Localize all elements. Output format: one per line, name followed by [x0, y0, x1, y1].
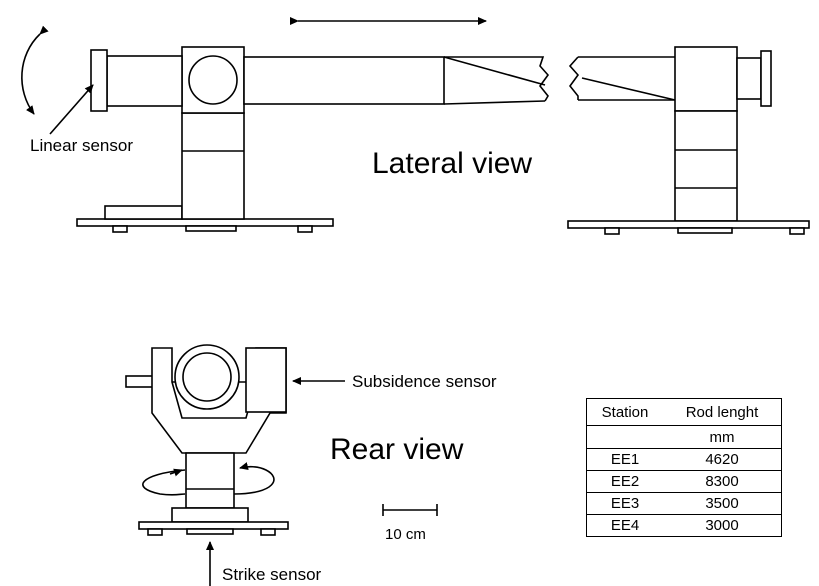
station-cell: EE4 [586, 514, 663, 537]
rotation-arrow-left [21, 25, 49, 115]
length-cell: 3000 [663, 514, 782, 537]
station-cell: EE3 [586, 492, 663, 515]
strike-sensor-label: Strike sensor [222, 565, 322, 584]
lateral-view-right-instrument [567, 46, 810, 235]
station-header: Station [586, 398, 663, 426]
lateral-view-title: Lateral view [372, 147, 532, 180]
unit-row: mm [586, 425, 782, 449]
lateral-view-left-instrument [76, 46, 550, 233]
subsidence-sensor-label: Subsidence sensor [352, 372, 497, 391]
table-row: EE4 3000 [586, 514, 782, 537]
length-cell: 8300 [663, 470, 782, 493]
linear-sensor-label: Linear sensor [30, 136, 133, 155]
scale-bar [382, 504, 438, 516]
rotation-arrow-rear [142, 462, 275, 496]
table-row: EE2 8300 [586, 470, 782, 493]
scale-bar-label: 10 cm [385, 526, 426, 543]
unit-cell: mm [663, 425, 782, 449]
station-cell: EE1 [586, 448, 663, 471]
linear-sensor-pointer [49, 84, 94, 135]
rear-view-instrument [125, 344, 289, 536]
station-cell: EE2 [586, 470, 663, 493]
rod-length-table: Station Rod lenght mm EE1 4620 EE2 8300 … [586, 398, 782, 537]
rod-length-header: Rod lenght [663, 398, 782, 426]
table-header-row: Station Rod lenght [586, 398, 782, 426]
table-row: EE3 3500 [586, 492, 782, 515]
rear-view-title: Rear view [330, 433, 464, 466]
length-cell: 4620 [663, 448, 782, 471]
length-cell: 3500 [663, 492, 782, 515]
unit-spacer [586, 425, 663, 449]
table-row: EE1 4620 [586, 448, 782, 471]
